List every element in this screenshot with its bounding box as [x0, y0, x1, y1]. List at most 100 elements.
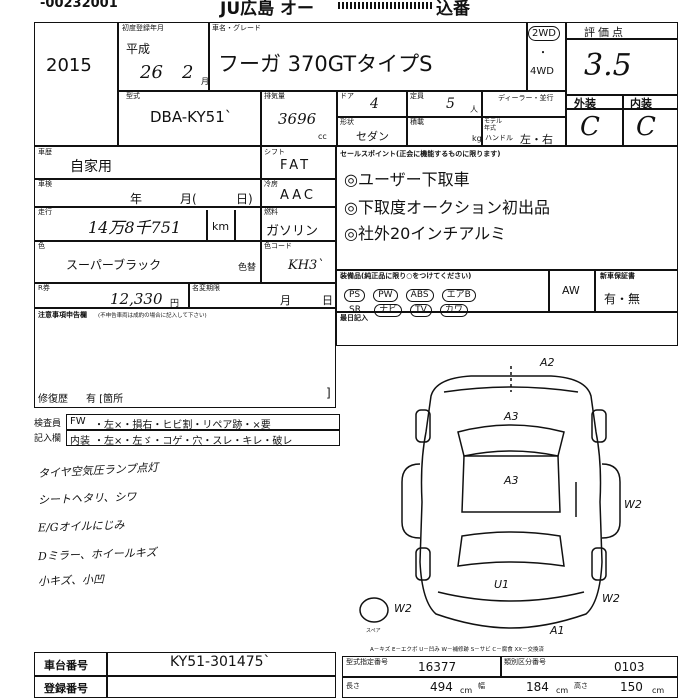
exterior-value: C — [580, 112, 600, 142]
displacement-label: 排気量 — [264, 92, 285, 100]
sales-points-label: セールスポイント(正会に機能するものに限ります) — [340, 150, 501, 158]
recycle-value: 12,330 — [110, 290, 163, 308]
car-name-label: 車名・グレード — [212, 24, 261, 32]
displacement-unit: cc — [318, 132, 327, 141]
mark-u1: U1 — [494, 578, 509, 591]
header-barcode — [338, 2, 433, 9]
handwritten-note-1: タイヤ空気圧ランプ点灯 — [37, 460, 159, 481]
handwritten-note-2: シートヘタリ、シワ — [37, 490, 137, 507]
mark-w2-right: W2 — [624, 498, 642, 511]
dim-value2: 0103 — [614, 660, 645, 674]
header-lot-number: -00232001 — [40, 0, 118, 11]
recycle-unit: 円 — [170, 299, 180, 309]
mileage-label: 走行 — [38, 208, 52, 216]
repair-label: 修復歴 — [38, 394, 68, 405]
shift-value: FAT — [280, 158, 312, 173]
name-change-label: 名変期限 — [192, 284, 220, 292]
notes-label: 注意事項申告欄 — [38, 311, 87, 319]
equip-abs: ABS — [405, 289, 434, 302]
equipment-row-2: SR ナビ TV カワ — [344, 297, 471, 317]
header-entry: 込番 — [436, 0, 470, 19]
equip-ps: PS — [344, 289, 366, 302]
wheel-rl — [415, 547, 431, 581]
handle-label: ハンドル — [485, 134, 513, 142]
equip-navi: ナビ — [374, 304, 403, 317]
height-unit: cm — [652, 686, 665, 695]
inspector-label: 検査員 — [34, 419, 62, 429]
capacity-unit: 人 — [470, 105, 478, 114]
notes-box — [34, 308, 336, 408]
dim-value1: 16377 — [418, 660, 457, 674]
dim-label1: 型式指定番号 — [346, 658, 388, 666]
width-value: 184 — [526, 680, 549, 694]
chassis-label: 車台番号 — [44, 659, 88, 672]
registration-label: 登録番号 — [44, 682, 88, 695]
wheel-fr — [591, 409, 607, 443]
inspector-label2: 記入欄 — [34, 434, 62, 444]
inspection-day: 日) — [236, 192, 253, 206]
handwritten-note-4: Dミラー、ホイールキズ — [37, 545, 157, 564]
shape-label: 形状 — [340, 118, 354, 126]
inspector-row2-label: 内装 — [70, 436, 90, 447]
length-value: 494 — [430, 680, 453, 694]
shift-label: シフト — [264, 148, 285, 156]
damage-legend: A－キズ E－エクボ U－凹み W－補修跡 S－サビ C－腐食 XX－交換済 — [370, 647, 545, 653]
sales-point-2: ◎下取度オークション初出品 — [344, 198, 550, 217]
fuel-label: 燃料 — [264, 208, 278, 216]
equip-sr: SR — [349, 305, 361, 315]
usage-label: 車歴 — [38, 148, 52, 156]
history-box — [34, 146, 336, 308]
dim-label2: 類別区分番号 — [504, 658, 546, 666]
rear-window — [457, 531, 565, 567]
sales-point-3: ◎社外20インチアルミ — [344, 224, 507, 243]
era: 平成 — [126, 42, 151, 56]
sales-point-1: ◎ユーザー下取車 — [344, 170, 470, 189]
mark-a1: A1 — [549, 624, 565, 637]
handwritten-note-5: 小キズ、小凹 — [37, 572, 105, 589]
notes-sub: (不申告車両は成約の場合に記入して下さい) — [98, 313, 207, 319]
equip-leather: カワ — [439, 304, 468, 317]
drive-2wd: 2WD — [528, 26, 560, 41]
color-change-label: 色替 — [238, 263, 257, 273]
condition-label: 最日記入 — [340, 314, 368, 322]
car-body-outline — [419, 375, 603, 629]
color-code-label: 色コード — [264, 242, 292, 250]
first-reg-label: 初度登録年月 — [122, 24, 164, 32]
width-unit: cm — [556, 686, 569, 695]
cooling-label: 冷房 — [264, 180, 278, 188]
spare-tire — [359, 597, 389, 623]
condition-box — [336, 312, 678, 346]
mark-w2-spare: W2 — [394, 602, 412, 615]
interior-label: 内装 — [630, 97, 652, 110]
handle-value: 左・右 — [520, 133, 553, 146]
fuel-value: ガソリン — [266, 224, 319, 239]
inspector-row2-value: ・左×・左ゞ・コゲ・穴・スレ・キレ・破レ — [94, 436, 293, 447]
capacity-label: 定員 — [410, 92, 424, 100]
inspection-label: 車検 — [38, 180, 52, 188]
repair-value: 有 [箇所 — [86, 394, 124, 405]
dealer-label: ディーラー・並行 — [498, 94, 554, 102]
year-western: 2015 — [46, 55, 92, 76]
mark-w2-rear: W2 — [602, 592, 620, 605]
exterior-label: 外装 — [574, 97, 596, 110]
header-box — [118, 22, 566, 146]
doors-value: 4 — [370, 96, 379, 112]
color-label: 色 — [38, 242, 45, 250]
shape-value: セダン — [356, 130, 389, 143]
roof — [461, 455, 561, 513]
load-unit: kg — [472, 134, 482, 143]
mark-a3-roof: A3 — [503, 474, 519, 487]
chassis-value: KY51-301475` — [170, 654, 271, 670]
equip-pw: PW — [373, 289, 398, 302]
wheel-rr — [591, 547, 607, 581]
displacement-value: 3696 — [278, 110, 317, 128]
inspector-row1-value: ・左×・損右・ヒビ割・リペア跡・×要 — [94, 420, 271, 431]
model-value: DBA-KY51` — [150, 108, 233, 126]
mark-a3-front: A3 — [503, 410, 519, 423]
model-year-label: モデル年式 — [484, 118, 503, 132]
car-damage-diagram: A2 A3 A3 W2 U1 W2 W2 A1 スペア — [359, 356, 642, 637]
inspection-month: 月( — [180, 192, 197, 206]
equipment-label: 装備品(純正品に限り○をつけてください) — [340, 272, 472, 280]
reg-month-unit: 月 — [201, 77, 209, 86]
mark-a2: A2 — [539, 356, 555, 369]
